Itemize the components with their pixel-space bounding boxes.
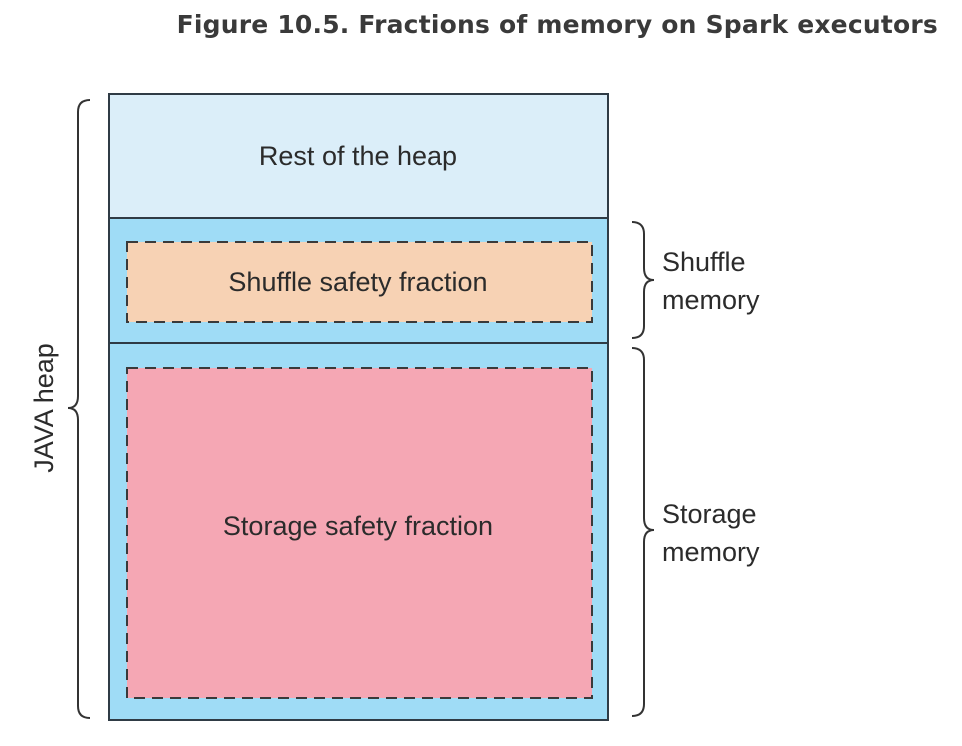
storage-memory-brace	[631, 347, 655, 717]
storage-memory-label-line-1: Storage	[662, 499, 757, 529]
storage-memory-label-line-2: memory	[662, 537, 760, 567]
java-heap-brace	[67, 99, 91, 719]
shuffle-memory-brace	[631, 221, 655, 339]
rest-of-heap-label: Rest of the heap	[259, 141, 457, 171]
storage-memory-label: Storage memory	[662, 499, 764, 567]
figure-caption: Figure 10.5. Fractions of memory on Spar…	[176, 10, 938, 39]
shuffle-memory-label-line-1: Shuffle	[662, 247, 746, 277]
storage-safety-fraction-box	[126, 367, 593, 699]
rest-of-heap-region	[108, 93, 609, 219]
shuffle-safety-fraction-label: Shuffle safety fraction	[228, 267, 487, 297]
java-heap-label: JAVA heap	[29, 343, 59, 473]
shuffle-memory-label: Shuffle memory	[662, 247, 760, 315]
shuffle-memory-label-line-2: memory	[662, 285, 760, 315]
shuffle-safety-fraction-box	[126, 241, 593, 323]
storage-safety-fraction-label: Storage safety fraction	[223, 511, 493, 541]
